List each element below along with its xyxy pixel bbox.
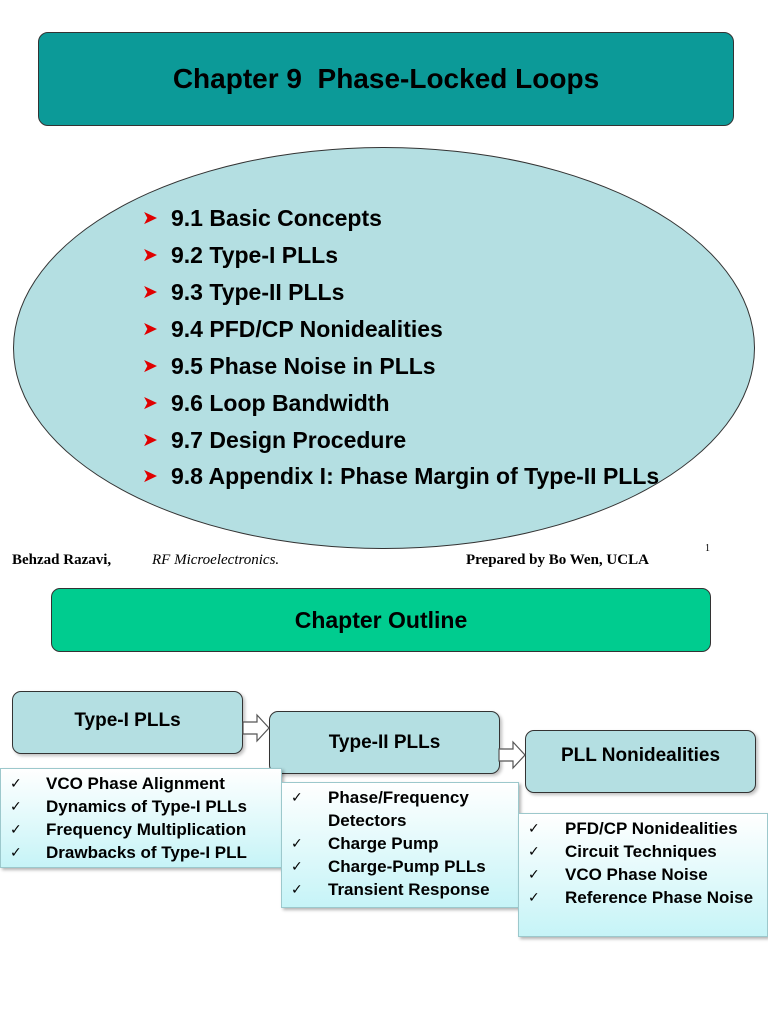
node-pll-nonidealities: PLL Nonidealities	[525, 730, 756, 793]
outline-title: Chapter Outline	[51, 588, 711, 652]
list-item: ✓Dynamics of Type-I PLLs	[10, 797, 247, 816]
list-item: ✓VCO Phase Noise	[528, 865, 708, 884]
toc-item: ➤9.8 Appendix I: Phase Margin of Type-II…	[142, 459, 682, 494]
checkmark-icon: ✓	[291, 881, 303, 897]
toc-ellipse	[13, 147, 755, 549]
right-arrow-icon	[498, 740, 526, 770]
checkmark-icon: ✓	[528, 843, 540, 859]
type-ii-topics-list: ✓Phase/Frequency Detectors ✓Charge Pump …	[281, 782, 519, 908]
list-item: ✓Charge Pump	[291, 834, 439, 853]
checkmark-icon: ✓	[528, 866, 540, 882]
arrow-bullet-icon: ➤	[142, 430, 158, 451]
footer-author: Behzad Razavi,	[12, 552, 112, 568]
list-item: ✓Reference Phase Noise	[528, 888, 754, 907]
checkmark-icon: ✓	[10, 844, 22, 860]
page-number: 1	[705, 543, 710, 554]
toc-item: ➤9.4 PFD/CP Nonidealities	[142, 311, 682, 348]
checkmark-icon: ✓	[291, 789, 303, 805]
list-item: ✓Phase/Frequency Detectors	[291, 788, 469, 830]
list-item: ✓Drawbacks of Type-I PLL	[10, 843, 247, 862]
toc-item: ➤9.3 Type-II PLLs	[142, 274, 682, 311]
footer-book-title: RF Microelectronics.	[152, 552, 280, 568]
list-item: ✓Transient Response	[291, 880, 490, 899]
checkmark-icon: ✓	[528, 820, 540, 836]
list-item: ✓Frequency Multiplication	[10, 820, 247, 839]
arrow-bullet-icon: ➤	[142, 319, 158, 340]
chapter-title: Chapter 9 Phase-Locked Loops	[38, 32, 734, 126]
toc-item: ➤9.6 Loop Bandwidth	[142, 385, 682, 422]
arrow-bullet-icon: ➤	[142, 466, 158, 487]
list-item: ✓Circuit Techniques	[528, 842, 717, 861]
toc-item: ➤9.7 Design Procedure	[142, 422, 682, 459]
list-item: ✓Charge-Pump PLLs	[291, 857, 486, 876]
node-type-ii-plls: Type-II PLLs	[269, 711, 500, 774]
list-item: ✓VCO Phase Alignment	[10, 774, 225, 793]
arrow-bullet-icon: ➤	[142, 393, 158, 414]
toc-item: ➤9.5 Phase Noise in PLLs	[142, 348, 682, 385]
node-type-i-plls: Type-I PLLs	[12, 691, 243, 754]
checkmark-icon: ✓	[10, 775, 22, 791]
checkmark-icon: ✓	[10, 798, 22, 814]
checkmark-icon: ✓	[528, 889, 540, 905]
toc-item: ➤9.1 Basic Concepts	[142, 200, 682, 237]
checkmark-icon: ✓	[291, 835, 303, 851]
arrow-bullet-icon: ➤	[142, 208, 158, 229]
arrow-bullet-icon: ➤	[142, 356, 158, 377]
type-i-topics-list: ✓VCO Phase Alignment ✓Dynamics of Type-I…	[0, 768, 282, 868]
footer-prepared-by: Prepared by Bo Wen, UCLA	[466, 552, 649, 568]
checkmark-icon: ✓	[291, 858, 303, 874]
pll-nonidealities-topics-list: ✓PFD/CP Nonidealities ✓Circuit Technique…	[518, 813, 768, 937]
checkmark-icon: ✓	[10, 821, 22, 837]
arrow-bullet-icon: ➤	[142, 282, 158, 303]
arrow-bullet-icon: ➤	[142, 245, 158, 266]
toc-item: ➤9.2 Type-I PLLs	[142, 237, 682, 274]
right-arrow-icon	[242, 713, 270, 743]
table-of-contents: ➤9.1 Basic Concepts ➤9.2 Type-I PLLs ➤9.…	[142, 200, 682, 494]
list-item: ✓PFD/CP Nonidealities	[528, 819, 738, 838]
